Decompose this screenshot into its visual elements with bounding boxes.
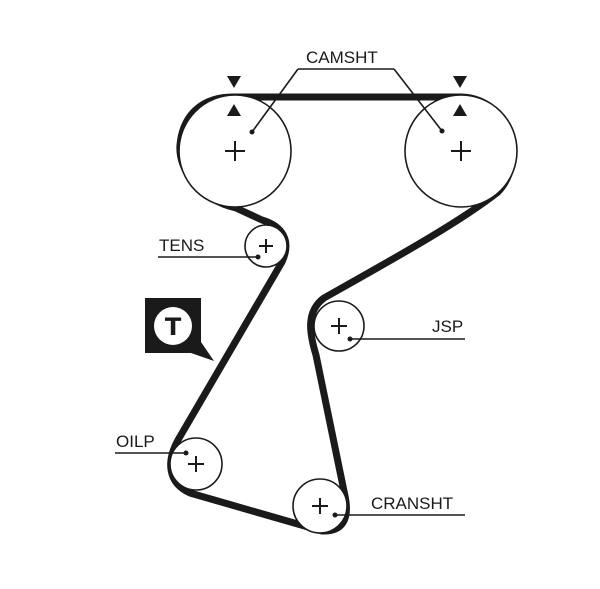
oil-pump-label: OILP [116,432,155,451]
camshaft-label: CAMSHT [306,48,378,67]
crankshaft-label: CRANSHT [371,494,453,513]
right-timing-mark-icon [453,76,467,116]
tensioner-label: TENS [159,236,204,255]
jackshaft-leader [347,336,465,342]
left-camshaft-pulley [178,94,292,208]
left-timing-mark-icon [227,76,241,116]
jackshaft-pulley [313,300,365,352]
tensioner-badge-letter: T [165,313,182,341]
right-camshaft-pulley [404,94,518,208]
crankshaft-leader [332,512,465,518]
tensioner-pulley [244,224,288,268]
jackshaft-label: JSP [432,317,463,336]
tensioner-leader [158,254,261,260]
crankshaft-pulley [292,478,348,534]
tensioner-badge-icon: T [145,298,214,361]
oil-pump-leader [115,450,189,456]
camshaft-leader [249,68,445,135]
oil-pump-pulley [169,437,223,491]
